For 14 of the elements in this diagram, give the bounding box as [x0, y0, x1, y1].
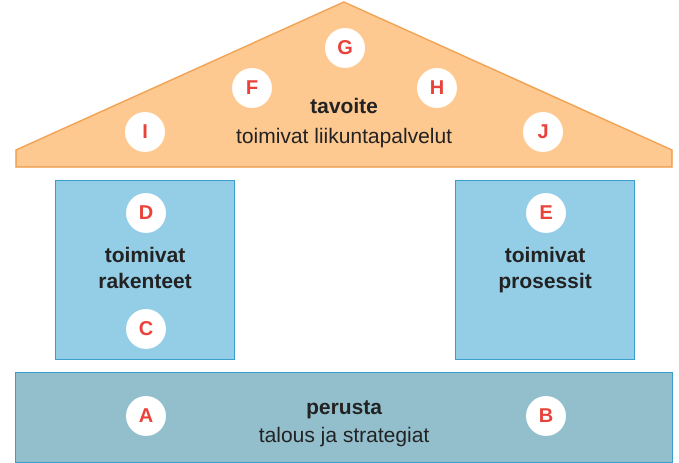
letter-marker: D — [126, 193, 166, 233]
heading-text: toimivat rakenteet — [97, 243, 193, 295]
letter-marker: B — [526, 396, 566, 436]
foundation-box — [15, 372, 673, 463]
pillar-box — [55, 180, 235, 360]
letter-marker: C — [126, 309, 166, 349]
letter-marker: E — [526, 193, 566, 233]
pillar-box — [455, 180, 635, 360]
heading-text: perusta — [305, 395, 383, 420]
subheading-text: toimivat liikuntapalvelut — [235, 124, 453, 149]
letter-marker: A — [126, 396, 166, 436]
subheading-text: talous ja strategiat — [258, 423, 430, 448]
heading-text: tavoite — [309, 94, 379, 119]
heading-text: toimivat prosessit — [497, 243, 593, 295]
